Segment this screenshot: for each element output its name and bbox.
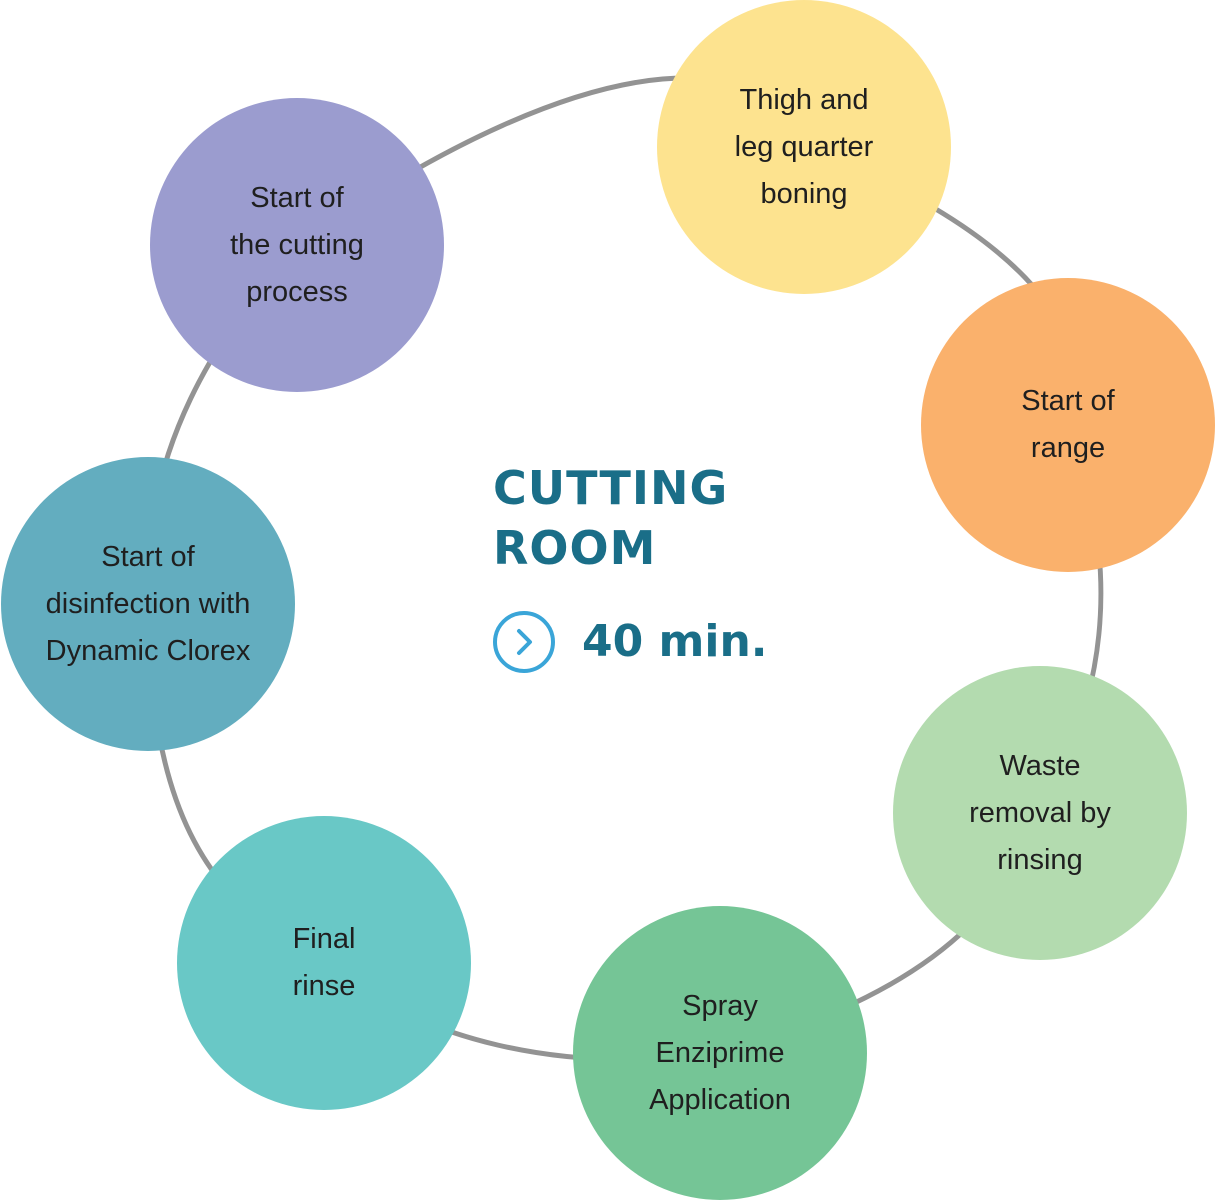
step-label: Thigh and leg quarter boning <box>734 83 874 210</box>
chevron-right-circle-icon <box>493 611 555 673</box>
step-label: Waste removal by rinsing <box>969 749 1111 876</box>
step-label: Spray Enziprime Application <box>649 989 791 1116</box>
step-start-of-range: Start of range <box>921 278 1215 572</box>
step-label: Start of the cutting process <box>230 181 364 308</box>
step-start-cutting-process: Start of the cutting process <box>150 98 444 392</box>
step-label: Start of disinfection with Dynamic Clore… <box>45 540 251 667</box>
step-spray-enziprime: Spray Enziprime Application <box>573 906 867 1200</box>
step-waste-removal: Waste removal by rinsing <box>893 666 1187 960</box>
step-thigh-leg-boning: Thigh and leg quarter boning <box>657 0 951 294</box>
duration-value: 40 min. <box>582 616 768 667</box>
step-final-rinse: Final rinse <box>177 816 471 1110</box>
step-label: Start of range <box>1021 385 1115 464</box>
duration-row: 40 min. <box>492 608 768 676</box>
center-title: CUTTING ROOM <box>493 461 729 575</box>
step-start-disinfection: Start of disinfection with Dynamic Clore… <box>1 457 295 751</box>
step-label: Final rinse <box>292 923 356 1002</box>
